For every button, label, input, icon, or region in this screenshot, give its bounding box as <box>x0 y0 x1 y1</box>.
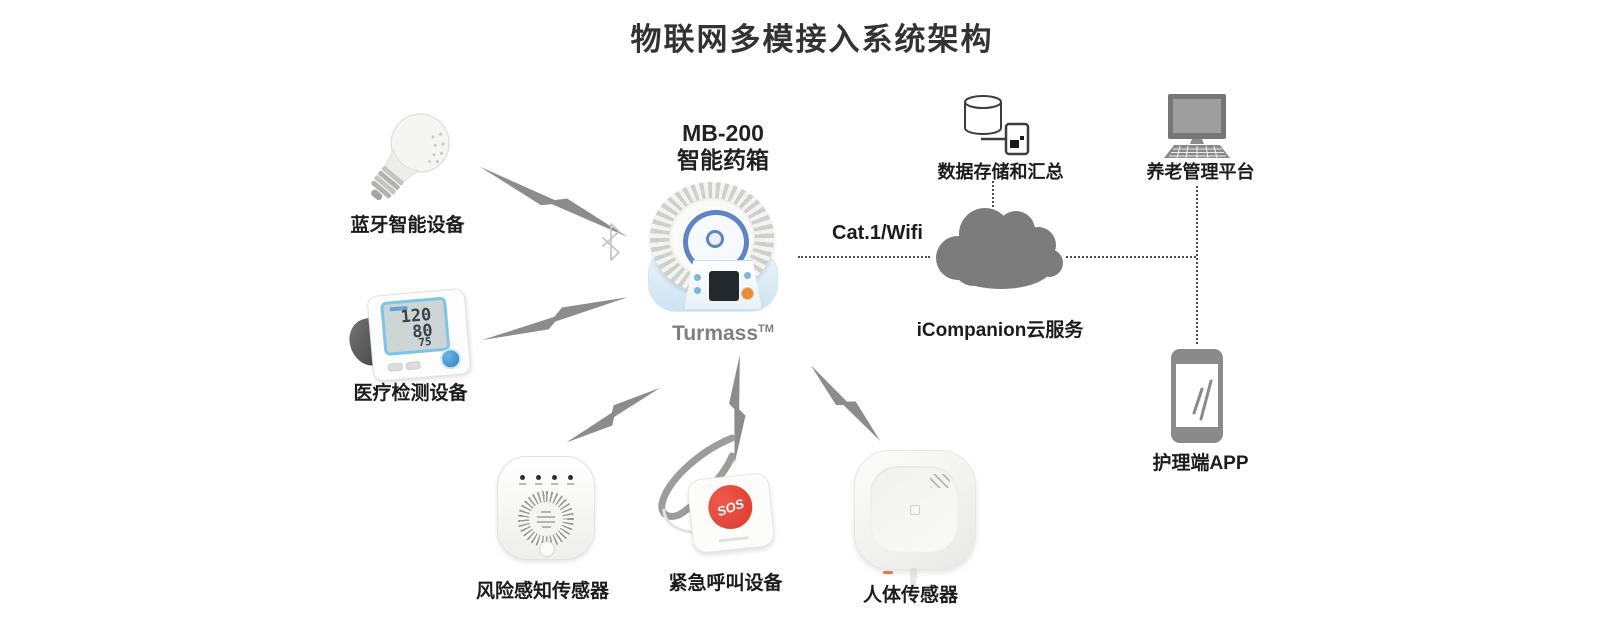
bolt-icon-hub-to-risk <box>564 368 662 462</box>
management-platform-label: 养老管理平台 <box>1146 162 1255 182</box>
risk-sensor-body <box>497 456 595 560</box>
dotted-link-cloud-right <box>1066 256 1196 258</box>
lightbulb-icon <box>371 113 450 201</box>
body-sensor-label: 人体传感器 <box>862 585 958 606</box>
bp-monitor-image: 120 80 75 <box>344 287 472 383</box>
cloud-service-label: iCompanion云服务 <box>916 320 1084 341</box>
desktop-computer-icon <box>1158 94 1236 165</box>
cloud-icon <box>923 198 1073 301</box>
risk-sensor-leds <box>498 475 594 480</box>
bluetooth-icon <box>597 222 625 262</box>
body-sensor-image <box>848 444 980 586</box>
bolt-icon-hub-to-body <box>796 363 896 444</box>
trademark-sup: TM <box>758 323 774 335</box>
sos-device-image: SOS <box>628 430 780 564</box>
body-sensor-logo <box>910 505 920 515</box>
link-label: Cat.1/Wifi <box>832 222 923 244</box>
risk-sensor-grille-center <box>529 502 563 536</box>
bolt-icon-bulb-to-hub <box>472 164 636 240</box>
bp-button <box>387 362 404 372</box>
panel-orange-button <box>741 287 754 300</box>
bluetooth-device-label: 蓝牙智能设备 <box>350 215 465 236</box>
risk-sensor-image <box>494 452 596 564</box>
sos-button: SOS <box>702 478 759 536</box>
lightbulb-image <box>352 110 464 216</box>
diagram-title: 物联网多模接入系统架构 <box>630 22 994 57</box>
panel-button <box>744 272 751 279</box>
medicine-box-screen <box>709 271 739 301</box>
medicine-box-image <box>636 182 788 314</box>
sos-device-body: SOS <box>686 471 776 555</box>
medicine-box-logo <box>706 230 724 248</box>
nursing-app-label: 护理端APP <box>1152 453 1249 474</box>
body-sensor-mark <box>883 571 893 574</box>
body-sensor-plug <box>911 580 916 586</box>
data-storage-label: 数据存储和汇总 <box>937 162 1064 182</box>
sos-device-slot <box>718 536 749 543</box>
body-sensor-cable <box>910 568 917 582</box>
medicine-box-control-panel <box>684 260 762 310</box>
turmass-text: Turmass <box>672 322 759 345</box>
risk-sensor-led-labels <box>498 483 594 485</box>
hub-title: MB-200 智能药箱 <box>648 120 798 174</box>
bp-screen: 120 80 75 <box>379 296 451 357</box>
turmass-brand: TurmassTM <box>648 322 798 346</box>
database-icon <box>953 90 1035 165</box>
dotted-link-storage-cloud <box>992 181 994 207</box>
bolt-icon-medical-to-hub <box>481 273 629 365</box>
sos-device-label: 紧急呼叫设备 <box>668 573 783 594</box>
dotted-link-platform-app <box>1196 186 1198 344</box>
bolt-icon-hub-to-sos <box>713 354 761 464</box>
smartphone-icon <box>1170 348 1224 449</box>
body-sensor-vent <box>930 474 950 488</box>
panel-button <box>694 274 701 281</box>
hub-name: 智能药箱 <box>677 147 769 173</box>
bp-pulse-value: 75 <box>417 334 433 350</box>
dotted-link-hub-cloud <box>798 256 930 258</box>
risk-sensor-grille <box>518 491 574 547</box>
medical-device-label: 医疗检测设备 <box>353 383 468 404</box>
panel-button <box>694 287 701 294</box>
body-sensor-body <box>854 450 976 574</box>
bp-start-button <box>439 347 463 371</box>
risk-sensor-button <box>539 541 555 557</box>
bp-button <box>405 360 421 371</box>
bp-monitor-body: 120 80 75 <box>366 287 472 383</box>
hub-model: MB-200 <box>682 120 764 146</box>
risk-sensor-label: 风险感知传感器 <box>475 581 609 602</box>
body-sensor-face <box>870 466 958 552</box>
